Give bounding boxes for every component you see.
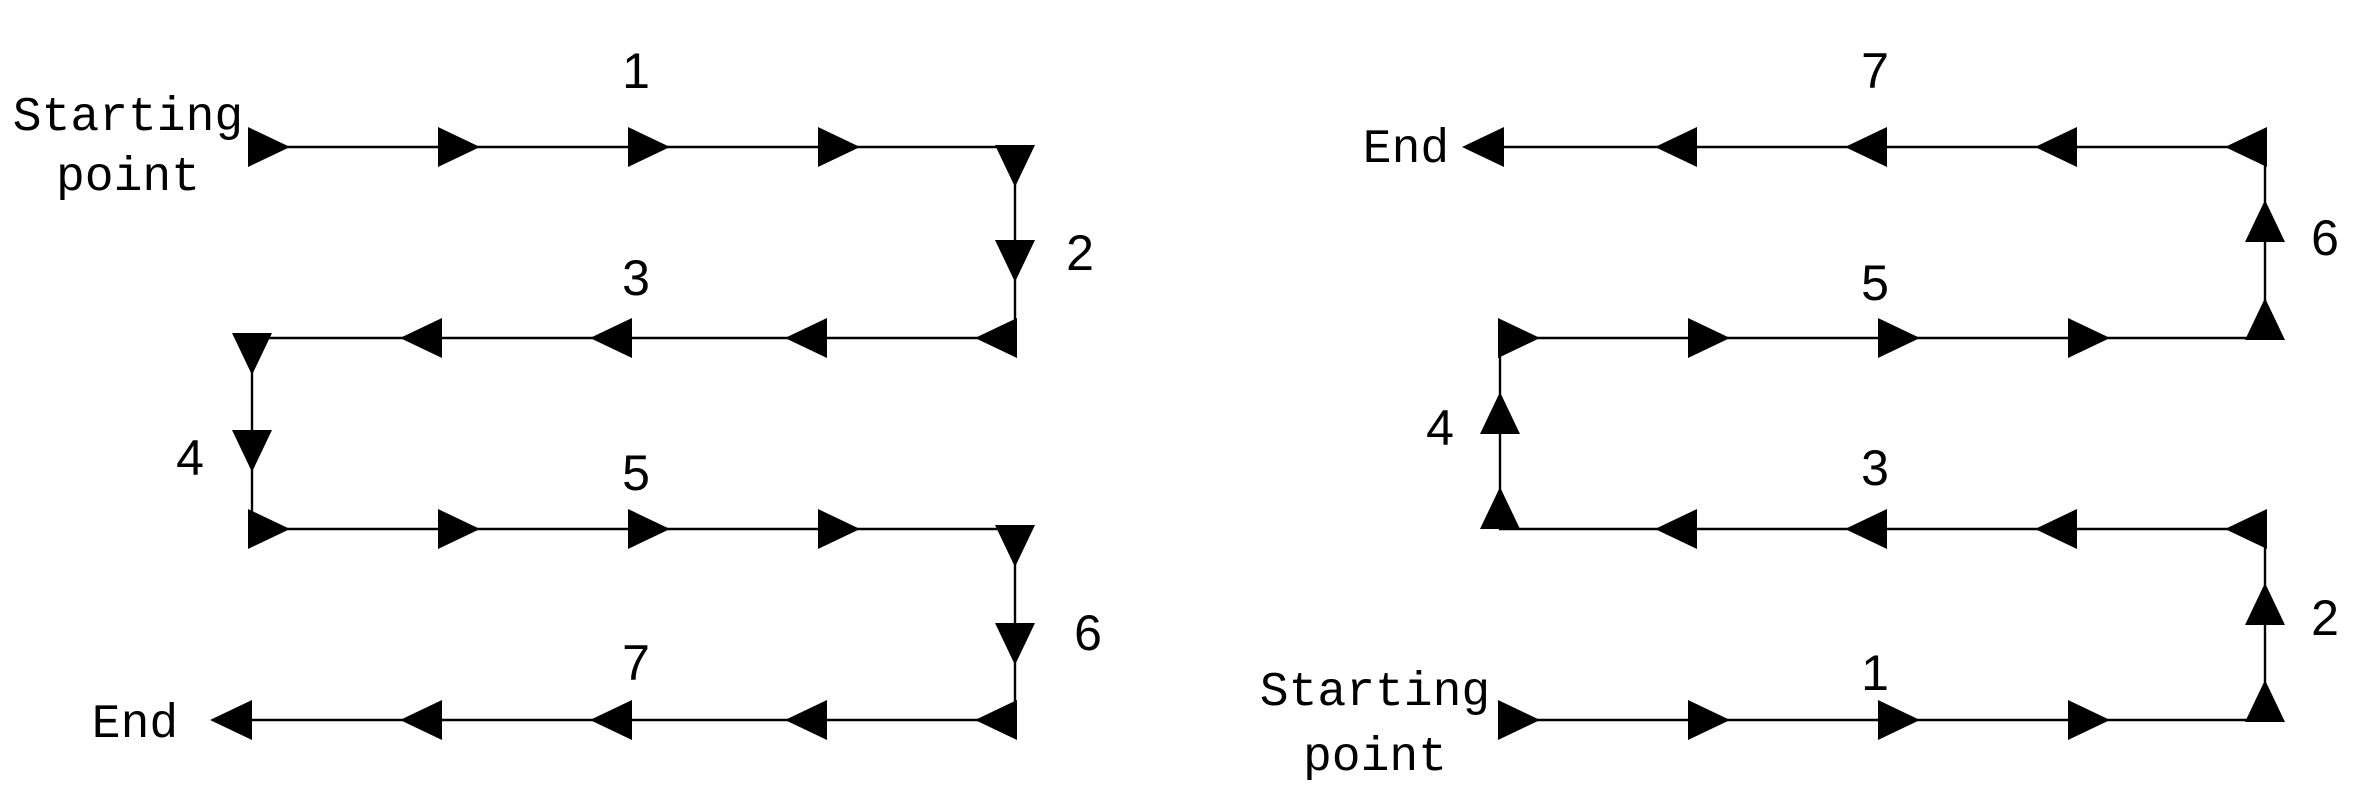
right-segment-number-3: 3 <box>1861 440 1889 496</box>
left-segment-number-5: 5 <box>622 445 650 501</box>
left-arrowhead-11 <box>232 333 272 375</box>
right-arrowhead-17 <box>2245 298 2285 340</box>
left-arrowhead-4 <box>818 127 860 167</box>
right-arrowhead-3 <box>1878 700 1920 740</box>
right-arrowhead-13 <box>1498 318 1540 358</box>
left-arrowhead-2 <box>438 127 480 167</box>
left-segment-number-2: 2 <box>1066 225 1094 281</box>
left-arrowheads <box>210 127 1035 740</box>
right-arrowhead-23 <box>1462 127 1504 167</box>
right-segment-number-6: 6 <box>2311 210 2339 266</box>
right-arrowhead-4 <box>2068 700 2110 740</box>
left-arrowhead-14 <box>438 509 480 549</box>
left-arrowhead-20 <box>785 700 827 740</box>
left-arrowhead-23 <box>210 700 252 740</box>
left-arrowhead-10 <box>400 318 442 358</box>
right-arrowhead-6 <box>2245 583 2285 625</box>
right-arrowhead-14 <box>1688 318 1730 358</box>
right-arrowhead-15 <box>1878 318 1920 358</box>
right-arrowhead-7 <box>2225 509 2267 549</box>
left-segment-number-7: 7 <box>622 635 650 691</box>
left-arrowhead-22 <box>400 700 442 740</box>
left-arrowhead-12 <box>232 430 272 472</box>
right-start-label-line1: Starting <box>1260 666 1490 720</box>
right-arrowhead-18 <box>2245 200 2285 242</box>
right-segment-number-4: 4 <box>1426 400 1454 456</box>
left-arrowhead-5 <box>995 145 1035 187</box>
right-arrowhead-8 <box>2035 509 2077 549</box>
right-end-label: End <box>1363 123 1449 177</box>
right-serpentine-path <box>1465 145 2267 722</box>
right-segment-number-2: 2 <box>2311 590 2339 646</box>
left-arrowhead-7 <box>975 318 1017 358</box>
right-arrowhead-21 <box>1845 127 1887 167</box>
left-arrowhead-15 <box>628 509 670 549</box>
left-arrowhead-13 <box>248 509 290 549</box>
left-arrowhead-8 <box>785 318 827 358</box>
right-arrowhead-19 <box>2225 127 2267 167</box>
right-start-label-line2: point <box>1303 731 1447 785</box>
right-arrowhead-1 <box>1498 700 1540 740</box>
left-start-label-line1: Starting <box>13 91 243 145</box>
right-segment-number-1: 1 <box>1861 645 1889 701</box>
left-arrowhead-9 <box>590 318 632 358</box>
right-segment-number-7: 7 <box>1861 43 1889 99</box>
right-arrowhead-12 <box>1480 392 1520 434</box>
left-serpentine-path <box>218 145 1017 722</box>
left-diagram: Starting point End 1 2 3 4 5 6 7 <box>13 43 1102 752</box>
right-arrowhead-10 <box>1655 509 1697 549</box>
left-arrowhead-19 <box>975 700 1017 740</box>
right-arrowhead-20 <box>2035 127 2077 167</box>
right-arrowhead-16 <box>2068 318 2110 358</box>
left-arrowhead-6 <box>995 240 1035 282</box>
left-arrowhead-1 <box>248 127 290 167</box>
right-arrowhead-5 <box>2245 680 2285 722</box>
left-arrowhead-16 <box>818 509 860 549</box>
left-arrowhead-3 <box>628 127 670 167</box>
left-segment-number-1: 1 <box>622 43 650 99</box>
right-arrowhead-2 <box>1688 700 1730 740</box>
left-arrowhead-17 <box>995 525 1035 567</box>
left-arrowhead-21 <box>590 700 632 740</box>
left-segment-number-3: 3 <box>622 250 650 306</box>
left-segment-number-4: 4 <box>176 430 204 486</box>
left-segment-number-6: 6 <box>1074 605 1102 661</box>
left-start-label-line2: point <box>56 151 200 205</box>
left-arrowhead-18 <box>995 623 1035 665</box>
left-end-label: End <box>92 698 178 752</box>
right-segment-number-5: 5 <box>1861 255 1889 311</box>
right-diagram: Starting point End 1 2 3 4 5 6 7 <box>1260 43 2339 785</box>
right-arrowheads <box>1462 127 2285 740</box>
right-arrowhead-9 <box>1845 509 1887 549</box>
right-arrowhead-22 <box>1655 127 1697 167</box>
right-arrowhead-11 <box>1480 487 1520 529</box>
